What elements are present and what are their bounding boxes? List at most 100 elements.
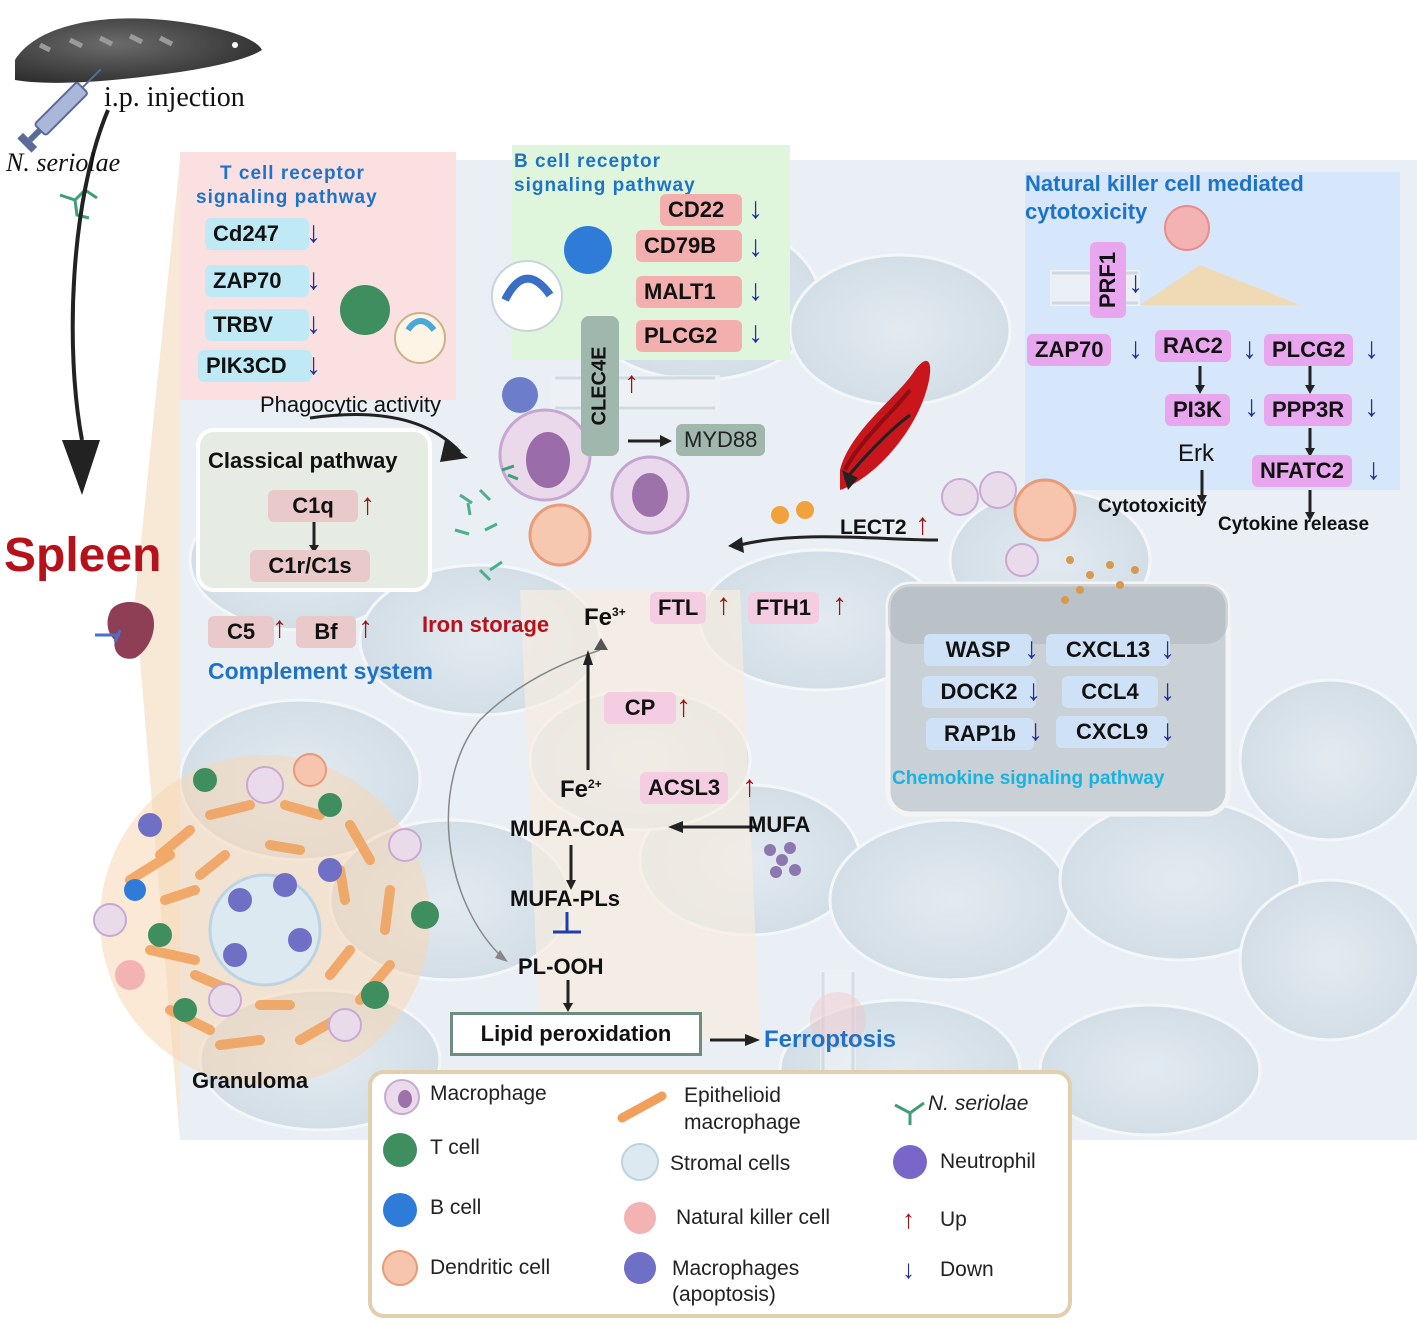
iron-storage-label: Iron storage — [422, 612, 550, 637]
legend-bcell: B cell — [430, 1196, 482, 1219]
fe3-text: Fe — [584, 604, 613, 631]
legend-up-arrow-icon: ↑ — [902, 1204, 915, 1234]
gene-cxcl9: CXCL9 — [1056, 716, 1168, 748]
tcell-title-line1: T cell receptor — [220, 163, 365, 184]
arrow-down-icon: ↓ — [1364, 332, 1379, 365]
arrow-down-icon: ↓ — [306, 348, 321, 381]
prf1-label: PRF1 — [1095, 251, 1120, 309]
arrow-down-icon: ↓ — [1026, 674, 1041, 707]
legend-macrophage: Macrophage — [430, 1082, 547, 1105]
granuloma-illustration — [93, 753, 439, 1085]
gene-cd247: Cd247 — [205, 218, 309, 250]
complement-system-label: Complement system — [208, 658, 433, 684]
fe2-text: Fe — [560, 776, 589, 803]
bcell-title-line1: B cell receptor — [514, 151, 661, 172]
gene-rac2: RAC2 — [1155, 330, 1231, 362]
arrow-up-icon: ↑ — [358, 611, 373, 644]
gene-malt1: MALT1 — [636, 276, 742, 308]
gene-c1r-c1s: C1r/C1s — [250, 550, 370, 582]
fe2-label: Fe2+ — [560, 776, 602, 804]
gene-plcg2-nk: PLCG2 — [1264, 334, 1354, 366]
mufa-label: MUFA — [748, 812, 811, 837]
gene-zap70-nk: ZAP70 — [1027, 334, 1112, 366]
clec4e-receptor: CLEC4E — [581, 316, 619, 456]
arrow-down-icon: ↓ — [1242, 332, 1257, 365]
legend-mac-apoptosis-line2: (apoptosis) — [672, 1283, 776, 1306]
arrow-down-icon: ↓ — [1028, 714, 1043, 747]
arrow-down-icon: ↓ — [1128, 332, 1143, 365]
arrow-down-icon: ↓ — [1160, 714, 1175, 747]
arrow-up-icon: ↑ — [832, 588, 847, 621]
arrow-down-icon: ↓ — [1244, 390, 1259, 423]
arrow-down-icon: ↓ — [748, 316, 763, 349]
chemokine-pathway-title: Chemokine signaling pathway — [892, 768, 1165, 789]
syringe-illustration — [17, 68, 102, 153]
gene-pik3cd: PIK3CD — [198, 350, 312, 382]
arrow-up-icon: ↑ — [915, 508, 930, 541]
arrow-down-icon: ↓ — [748, 192, 763, 225]
legend-stromal: Stromal cells — [670, 1152, 791, 1175]
lipid-peroxidation-box: Lipid peroxidation — [450, 1012, 702, 1056]
gene-ftl: FTL — [650, 592, 707, 624]
arrow-up-icon: ↑ — [272, 611, 287, 644]
phagocytic-activity-label: Phagocytic activity — [260, 392, 441, 417]
nk-title-line1: Natural killer cell mediated — [1025, 171, 1304, 196]
nk-title-line2: cytotoxicity — [1025, 199, 1148, 224]
arrow-down-icon: ↓ — [1128, 266, 1143, 299]
legend-epithelioid-line2: macrophage — [684, 1111, 801, 1134]
arrow-down-icon: ↓ — [748, 274, 763, 307]
arrow-up-icon: ↑ — [360, 488, 375, 521]
gene-plcg2-b: PLCG2 — [636, 320, 742, 352]
gene-c1q: C1q — [268, 490, 358, 522]
legend-mac-apoptosis: Macrophages (apoptosis) — [672, 1256, 799, 1308]
legend-epithelioid-line1: Epithelioid — [684, 1084, 781, 1107]
gene-c5: C5 — [208, 616, 274, 648]
pl-ooh-label: PL-OOH — [518, 954, 604, 979]
erk-label: Erk — [1178, 440, 1214, 467]
myd88-box: MYD88 — [676, 424, 766, 456]
tcell-panel-title: T cell receptor signaling pathway — [196, 162, 378, 210]
arrow-up-icon: ↑ — [676, 690, 691, 723]
arrow-up-icon: ↑ — [742, 770, 757, 803]
spleen-organ — [95, 601, 155, 659]
lect2-label: LECT2 — [840, 516, 907, 539]
legend-mac-apoptosis-line1: Macrophages — [672, 1257, 800, 1280]
spleen-title: Spleen — [4, 529, 162, 582]
fe3-label: Fe3+ — [584, 604, 626, 632]
gene-ccl4: CCL4 — [1062, 676, 1158, 708]
fe2-superscript: 2+ — [588, 777, 602, 791]
injection-label: i.p. injection — [104, 82, 245, 113]
mufa-pls-label: MUFA-PLs — [510, 886, 620, 911]
ferroptosis-label: Ferroptosis — [764, 1026, 897, 1053]
cytokine-release-label: Cytokine release — [1218, 514, 1370, 535]
gene-prf1: PRF1 — [1090, 242, 1126, 318]
granuloma-label: Granuloma — [192, 1068, 309, 1093]
gene-ppp3r: PPP3R — [1264, 394, 1353, 426]
legend-dendritic: Dendritic cell — [430, 1256, 551, 1279]
classical-pathway-title: Classical pathway — [208, 448, 398, 473]
gene-cp: CP — [604, 692, 676, 724]
gene-trbv: TRBV — [205, 309, 309, 341]
pathogen-label: N. seriolae — [6, 148, 121, 177]
legend-tcell: T cell — [430, 1136, 480, 1159]
arrow-down-icon: ↓ — [748, 230, 763, 263]
arrow-down-icon: ↓ — [306, 263, 321, 296]
membrane-bcr — [550, 375, 720, 411]
arrow-down-icon: ↓ — [306, 307, 321, 340]
gene-wasp: WASP — [924, 634, 1032, 666]
arrow-down-icon: ↓ — [1364, 390, 1379, 423]
mufa-coa-label: MUFA-CoA — [510, 816, 625, 841]
fish-illustration — [15, 18, 262, 83]
gene-fth1: FTH1 — [748, 592, 819, 624]
arrow-down-icon: ↓ — [1024, 632, 1039, 665]
gene-zap70-t: ZAP70 — [205, 265, 309, 297]
bcell-panel-title: B cell receptor signaling pathway — [514, 150, 696, 198]
cytotoxicity-label: Cytotoxicity — [1098, 496, 1207, 517]
clec4e-label: CLEC4E — [588, 346, 611, 426]
legend-up: Up — [940, 1208, 967, 1231]
legend-neutrophil: Neutrophil — [940, 1150, 1036, 1173]
legend-nk: Natural killer cell — [676, 1206, 831, 1229]
gene-dock2: DOCK2 — [922, 676, 1036, 708]
arrow-down-icon: ↓ — [1160, 674, 1175, 707]
